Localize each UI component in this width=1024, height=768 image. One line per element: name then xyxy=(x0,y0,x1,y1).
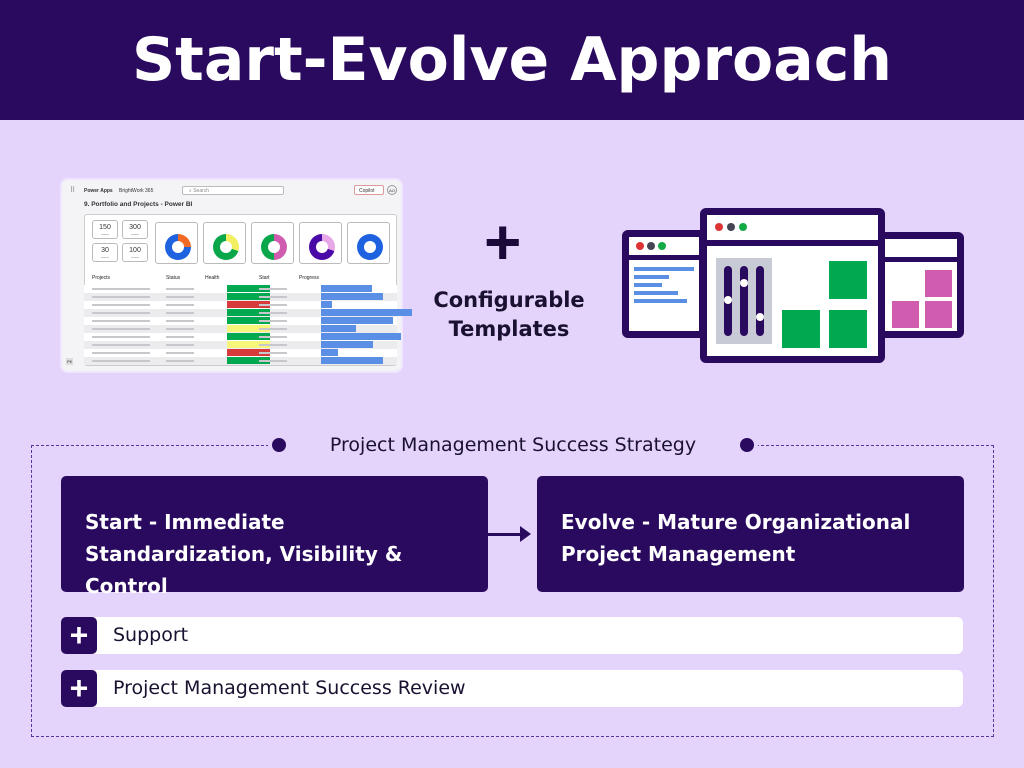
column-header: Start xyxy=(259,275,270,281)
copilot-label: Copilot xyxy=(359,188,375,194)
progress-bar xyxy=(321,333,402,340)
plus-sign: + xyxy=(484,206,522,278)
page-title: Start-Evolve Approach xyxy=(131,25,893,95)
evolve-box: Evolve - Mature Organizational Project M… xyxy=(537,476,964,592)
donut-chart xyxy=(155,222,198,264)
report-title: 9. Portfolio and Projects - Power BI xyxy=(84,201,193,208)
templates-label-line: Templates xyxy=(448,317,570,341)
app-screenshot: ⠿ Power Apps BrightWork 365 ⌕ Search Cop… xyxy=(60,178,413,373)
table-row xyxy=(84,309,413,317)
table-row xyxy=(84,333,402,341)
arrow-icon xyxy=(488,533,524,536)
progress-bar xyxy=(321,309,413,316)
support-row: + Support xyxy=(61,617,963,654)
health-cell xyxy=(227,309,270,316)
donut-ring xyxy=(165,234,191,260)
health-cell xyxy=(227,293,270,300)
health-cell xyxy=(227,349,270,356)
table-row xyxy=(84,357,397,365)
header-banner: Start-Evolve Approach xyxy=(0,0,1024,120)
column-header: Projects xyxy=(92,275,111,281)
template-window-main xyxy=(700,208,885,363)
template-window-left xyxy=(622,230,706,338)
progress-bar xyxy=(321,293,383,300)
column-header: Progress xyxy=(299,275,320,281)
health-cell xyxy=(227,357,270,364)
health-cell xyxy=(227,317,270,324)
table-row xyxy=(84,301,397,309)
kpi: 30 xyxy=(92,243,118,262)
templates-label-line: Configurable xyxy=(433,288,585,312)
table-row xyxy=(84,349,397,357)
kpi: 150 xyxy=(92,220,118,239)
table-row xyxy=(84,341,397,349)
search-placeholder: Search xyxy=(193,188,210,194)
column-header: Status xyxy=(166,275,181,281)
progress-bar xyxy=(321,285,372,292)
dot-icon xyxy=(740,438,754,452)
donut-ring xyxy=(309,234,335,260)
progress-bar xyxy=(321,341,373,348)
health-cell xyxy=(227,301,270,308)
plus-icon: + xyxy=(61,670,97,707)
donut-chart xyxy=(203,222,246,264)
user-badge: PK xyxy=(66,358,74,365)
donut-chart xyxy=(251,222,294,264)
review-row: + Project Management Success Review xyxy=(61,670,963,707)
app-name: Power Apps xyxy=(84,188,113,194)
column-header: Health xyxy=(205,275,220,281)
health-cell xyxy=(227,325,270,332)
health-cell xyxy=(227,285,270,292)
start-box: Start - Immediate Standardization, Visib… xyxy=(61,476,488,598)
kpi: 300 xyxy=(122,220,148,239)
product-name: BrightWork 365 xyxy=(119,188,154,194)
table-row xyxy=(84,285,397,293)
strategy-title: Project Management Success Strategy xyxy=(329,434,697,456)
progress-bar xyxy=(321,317,393,324)
health-cell xyxy=(227,333,270,340)
progress-bar xyxy=(321,325,357,332)
strategy-title-bar: Project Management Success Strategy xyxy=(268,434,758,457)
table-row xyxy=(84,293,397,301)
templates-label: Configurable Templates xyxy=(420,286,598,344)
kpi: 100 xyxy=(122,243,148,262)
template-window-right xyxy=(878,232,964,338)
grid-icon: ⠿ xyxy=(70,187,76,194)
copilot-button: Copilot xyxy=(354,185,384,195)
avatar: AO xyxy=(387,185,397,195)
support-label: Support xyxy=(113,624,189,646)
arrow-head-icon xyxy=(520,526,531,542)
table-row xyxy=(84,317,397,325)
dot-icon xyxy=(272,438,286,452)
donut-chart xyxy=(347,222,390,264)
progress-bar xyxy=(321,349,338,356)
search-input: ⌕ Search xyxy=(182,186,284,195)
progress-bar xyxy=(321,357,383,364)
review-label: Project Management Success Review xyxy=(113,677,466,699)
plus-icon: + xyxy=(61,617,97,654)
donut-ring xyxy=(213,234,239,260)
sliders-icon xyxy=(716,258,772,344)
table-row xyxy=(84,325,397,333)
progress-bar xyxy=(321,301,332,308)
donut-ring xyxy=(357,234,383,260)
donut-chart xyxy=(299,222,342,264)
health-cell xyxy=(227,341,270,348)
donut-ring xyxy=(261,234,287,260)
